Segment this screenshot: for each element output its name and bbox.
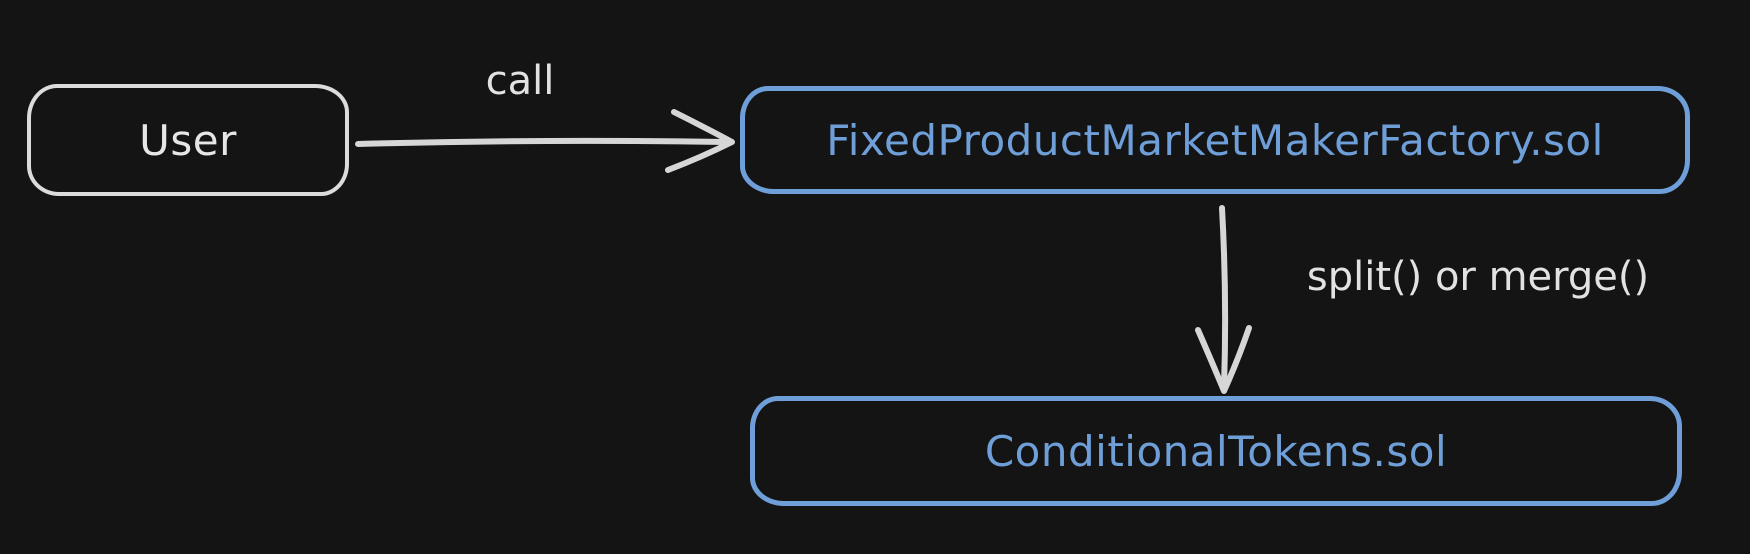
split-merge-arrow (1195, 205, 1252, 394)
node-fixed-product-market-maker-factory: FixedProductMarketMakerFactory.sol (740, 86, 1690, 194)
node-conditional-tokens-label: ConditionalTokens.sol (984, 426, 1448, 476)
node-fixed-product-market-maker-factory-label: FixedProductMarketMakerFactory.sol (826, 115, 1604, 165)
call-edge-label: call (485, 58, 555, 104)
split-merge-edge-label: split() or merge() (1306, 254, 1650, 300)
node-conditional-tokens: ConditionalTokens.sol (750, 396, 1682, 506)
node-user: User (27, 84, 349, 196)
call-arrow (355, 109, 735, 173)
node-user-label: User (139, 115, 237, 165)
